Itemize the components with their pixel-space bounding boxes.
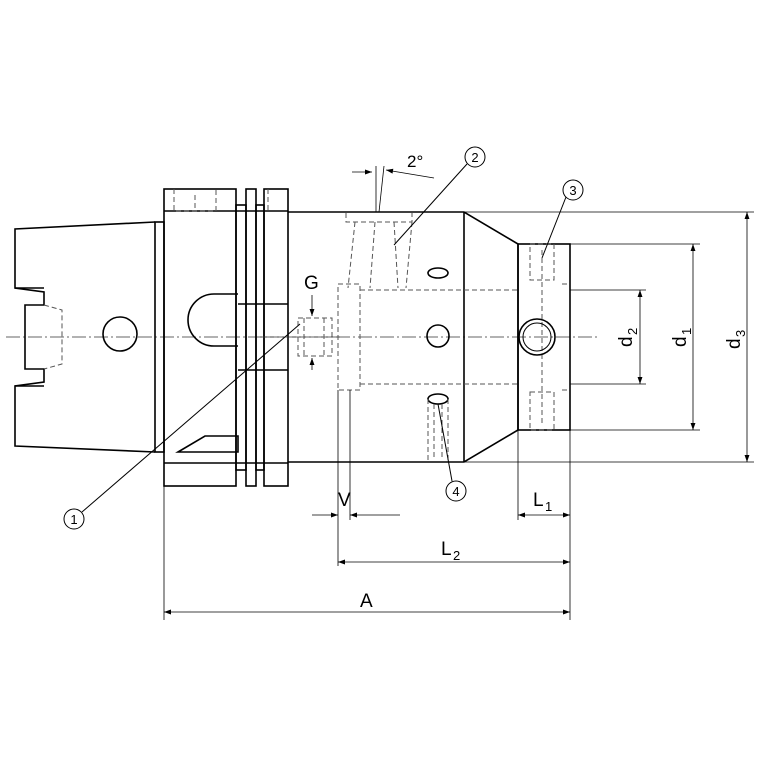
svg-text:2: 2 bbox=[625, 328, 640, 335]
svg-text:1: 1 bbox=[70, 512, 77, 527]
nose-ring bbox=[517, 243, 571, 431]
svg-text:1: 1 bbox=[545, 499, 552, 514]
svg-text:1: 1 bbox=[679, 328, 694, 335]
dim-l2: L 2 bbox=[338, 539, 570, 565]
angle-annotation: 2° bbox=[352, 152, 435, 213]
hole-center bbox=[426, 324, 450, 348]
dim-d1: d 1 bbox=[670, 244, 696, 430]
dim-d2: d 2 bbox=[616, 290, 643, 384]
svg-text:3: 3 bbox=[733, 330, 748, 337]
nose-hole bbox=[518, 318, 556, 356]
svg-text:2: 2 bbox=[471, 150, 478, 165]
svg-text:A: A bbox=[360, 591, 373, 612]
dim-d3: d 3 bbox=[724, 212, 750, 462]
extension-lines bbox=[163, 211, 754, 620]
callout-2: 2 bbox=[393, 146, 486, 246]
set-screw-g bbox=[260, 295, 340, 370]
dim-a: A bbox=[164, 591, 570, 615]
svg-text:L: L bbox=[441, 539, 452, 560]
svg-text:3: 3 bbox=[569, 183, 576, 198]
dim-v: V bbox=[312, 490, 400, 518]
callout-4: 4 bbox=[437, 403, 467, 502]
dim-l1: L 1 bbox=[518, 490, 570, 518]
g-label: G bbox=[304, 273, 319, 294]
callout-1: 1 bbox=[63, 323, 301, 530]
shank-hole bbox=[102, 316, 138, 352]
angle-label: 2° bbox=[407, 152, 423, 171]
svg-text:2: 2 bbox=[453, 548, 460, 563]
callout-3: 3 bbox=[541, 179, 584, 259]
svg-text:4: 4 bbox=[452, 484, 459, 499]
svg-text:L: L bbox=[533, 490, 544, 511]
flange bbox=[154, 188, 289, 487]
taper-shank bbox=[14, 221, 156, 453]
svg-text:d: d bbox=[616, 336, 637, 347]
svg-text:d: d bbox=[670, 336, 691, 347]
hole-bottom bbox=[427, 393, 449, 405]
hole-top bbox=[427, 267, 449, 279]
svg-text:V: V bbox=[338, 490, 351, 511]
svg-text:d: d bbox=[724, 338, 745, 349]
